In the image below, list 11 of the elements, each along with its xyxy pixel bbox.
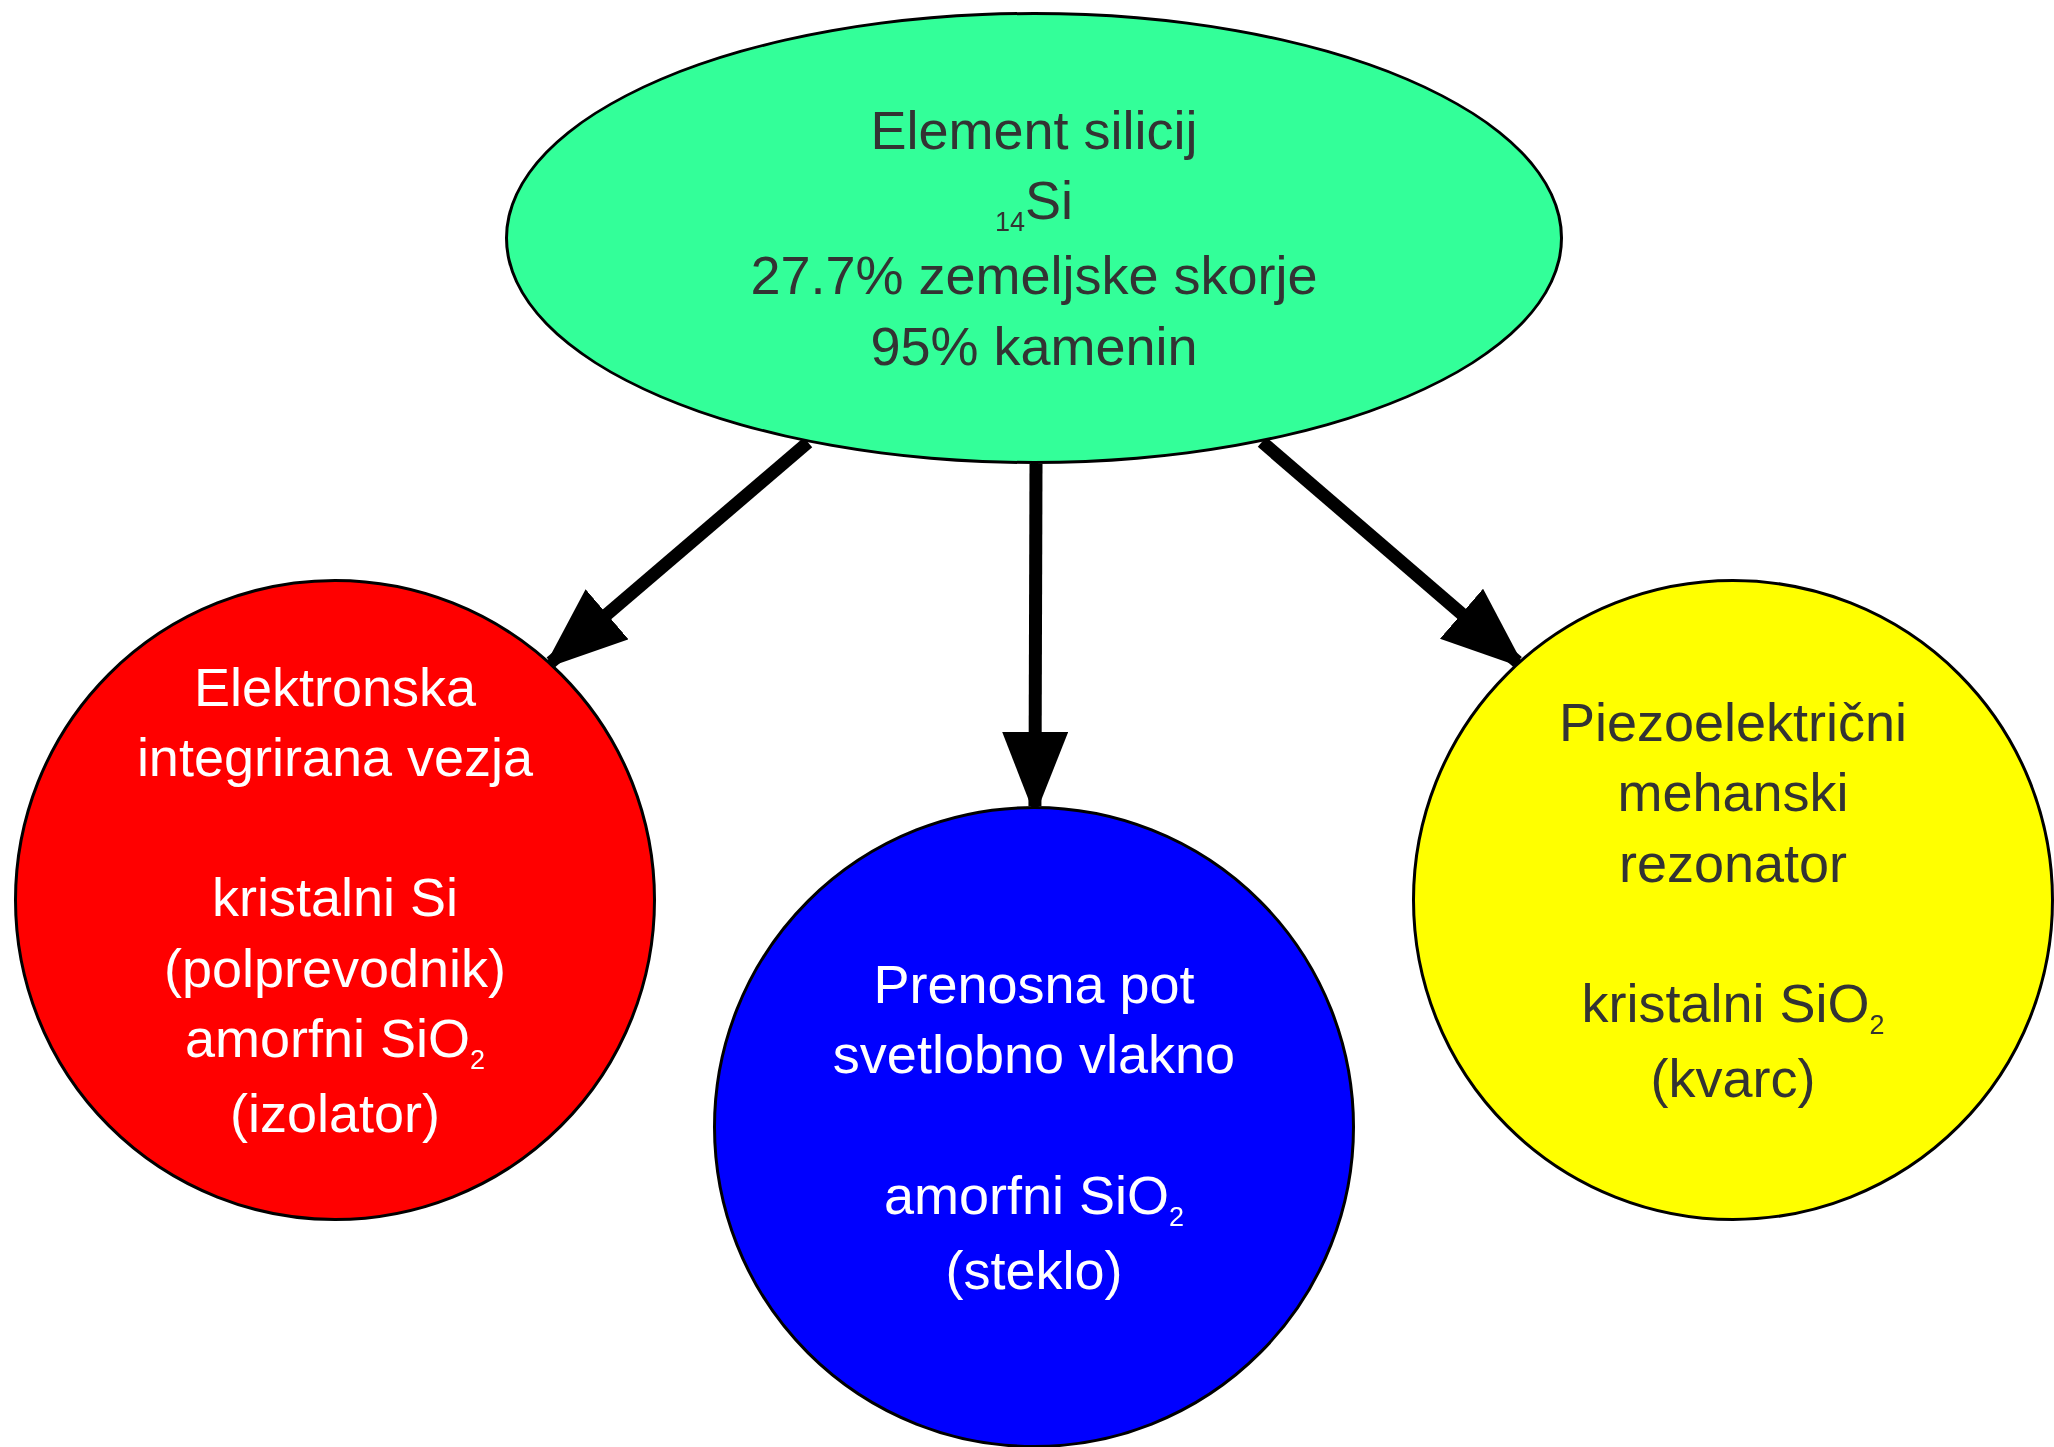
node-text: amorfni SiO$_{2}$ (izolator) — [183, 1006, 487, 1145]
node-text: Prenosna pot svetlobno vlakno — [831, 953, 1237, 1087]
node-text: amorfni SiO$_{2}$ (steklo) — [882, 1163, 1186, 1302]
node-text: 27.7% zemeljske skorje — [750, 244, 1318, 308]
node-text: Piezoelektrični mehanski rezonator — [1557, 691, 1909, 895]
node-text: Element silicij — [870, 99, 1198, 163]
node-text: kristalni Si (polprevodnik) — [162, 866, 508, 1000]
node-text: 95% kamenin — [870, 314, 1198, 378]
node-text: Elektronska integrirana vezja — [135, 656, 535, 790]
node-text: kristalni SiO$_{2}$ (kvarc) — [1580, 971, 1886, 1110]
node-text: $_{14}$Si — [994, 169, 1074, 240]
